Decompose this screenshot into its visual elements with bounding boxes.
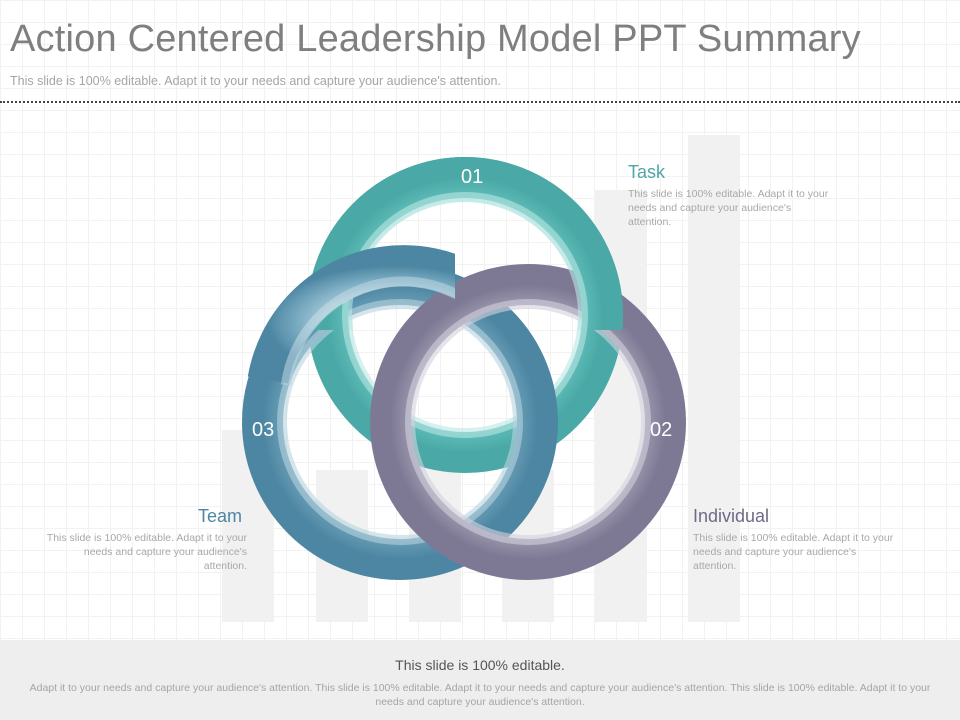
- footer-text: Adapt it to your needs and capture your …: [29, 682, 931, 708]
- task-description: This slide is 100% editable. Adapt it to…: [628, 188, 829, 228]
- task-title: Task: [628, 162, 666, 182]
- ring-number-01: 01: [461, 166, 484, 188]
- slide-subtitle: This slide is 100% editable. Adapt it to…: [10, 74, 501, 88]
- team-description: This slide is 100% editable. Adapt it to…: [46, 532, 247, 572]
- ring-team-overlap: [247, 245, 455, 386]
- footer-title: This slide is 100% editable.: [395, 657, 565, 673]
- ring-individual: [370, 264, 686, 580]
- dotted-divider: [0, 101, 960, 103]
- ring-number-02: 02: [650, 419, 673, 441]
- slide-title: Action Centered Leadership Model PPT Sum…: [10, 18, 861, 60]
- ring-diagram: [222, 135, 740, 622]
- individual-description: This slide is 100% editable. Adapt it to…: [693, 532, 894, 572]
- ring-number-03: 03: [252, 419, 275, 441]
- individual-title: Individual: [693, 506, 770, 526]
- team-title: Team: [197, 506, 242, 526]
- footer-panel: This slide is 100% editable. Adapt it to…: [0, 640, 960, 720]
